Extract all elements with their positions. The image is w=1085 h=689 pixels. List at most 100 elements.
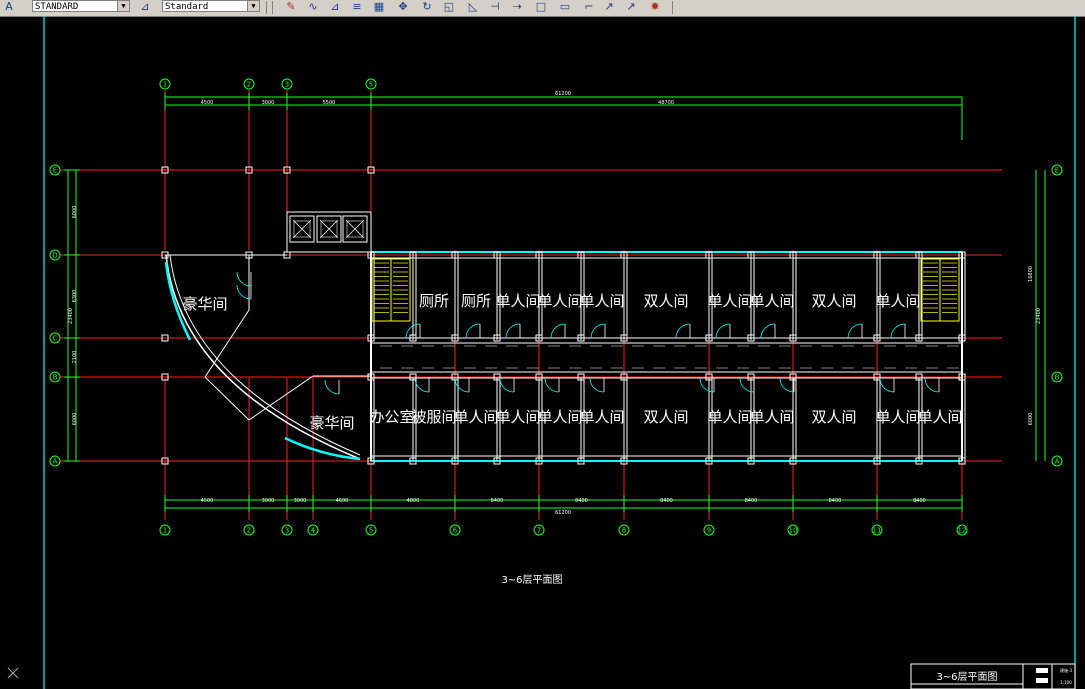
grid-bubble xyxy=(703,524,715,536)
door-swing xyxy=(924,377,940,393)
room-label: 双人间 xyxy=(811,292,856,310)
dim-text: 6000 xyxy=(72,413,78,426)
grid-label: 9 xyxy=(707,527,711,535)
array-icon[interactable]: ▦ xyxy=(373,0,385,13)
elevator-car xyxy=(293,220,311,238)
wall xyxy=(204,376,250,421)
grid-label: 12 xyxy=(958,527,967,535)
column xyxy=(577,251,585,259)
column xyxy=(873,251,881,259)
text-style-value: STANDARD xyxy=(35,2,79,12)
dim-text: 4800 xyxy=(407,498,420,504)
elevator-x xyxy=(345,219,365,239)
column xyxy=(705,373,713,381)
move-icon[interactable]: ✥ xyxy=(398,0,408,13)
dim-text: 5500 xyxy=(323,100,336,106)
dim-text: 8400 xyxy=(829,498,842,504)
trim-icon[interactable]: ⊣ xyxy=(490,0,500,13)
pencil-edit-icon[interactable]: ✎ xyxy=(286,0,296,13)
grid-label: 1 xyxy=(163,81,167,89)
grid-bubble xyxy=(365,78,377,90)
chevron-down-icon[interactable]: ▼ xyxy=(247,1,259,11)
lengthen-icon[interactable]: ↗ xyxy=(626,0,636,13)
door-swing xyxy=(779,377,795,393)
text-style-select[interactable]: STANDARD ▼ xyxy=(32,0,130,12)
titleblock-text: 建施-3 xyxy=(1060,667,1072,673)
join-icon[interactable]: ▭ xyxy=(559,0,571,13)
column xyxy=(705,251,713,259)
grid-bubble xyxy=(49,249,61,261)
room-label: 单人间 xyxy=(453,408,498,426)
elevator-shaft xyxy=(342,215,368,243)
column xyxy=(915,457,923,465)
dim-style-select[interactable]: Standard ▼ xyxy=(162,0,260,12)
door-swing xyxy=(550,323,566,339)
column xyxy=(620,251,628,259)
curved-wall xyxy=(165,254,361,460)
room-label: 双人间 xyxy=(811,408,856,426)
fillet-icon[interactable]: ↗ xyxy=(604,0,614,13)
titleblock-text: 1:100 xyxy=(1060,680,1072,685)
break-icon[interactable]: □ xyxy=(535,0,547,13)
column xyxy=(161,334,169,342)
grid-label: 3 xyxy=(285,81,289,89)
column xyxy=(535,251,543,259)
room-label: 单人间 xyxy=(537,408,582,426)
grid-bubble xyxy=(533,524,545,536)
dim-text: 3000 xyxy=(262,100,275,106)
grid-bubble xyxy=(159,524,171,536)
grid-label: A xyxy=(53,458,58,466)
align-icon[interactable]: ≡ xyxy=(352,0,362,13)
grid-label: 11 xyxy=(873,527,882,535)
grid-label: 7 xyxy=(537,527,541,535)
room-label: 被服间 xyxy=(411,408,456,426)
text-style-icon[interactable]: A xyxy=(5,0,13,13)
dim-text: 8400 xyxy=(745,498,758,504)
chevron-down-icon[interactable]: ▼ xyxy=(117,1,129,11)
column xyxy=(577,334,585,342)
door-swing xyxy=(236,271,252,287)
column xyxy=(451,251,459,259)
elevator-x xyxy=(319,219,339,239)
mirror-icon[interactable]: ⊿ xyxy=(330,0,340,13)
rotate-icon[interactable]: ↻ xyxy=(422,0,432,13)
dim-text: 6000 xyxy=(72,206,78,219)
dim-text: 8400 xyxy=(491,498,504,504)
grid-bubble xyxy=(49,332,61,344)
chamfer-icon[interactable]: ⌐ xyxy=(584,0,594,13)
room-label: 豪华间 xyxy=(182,295,227,313)
dim-text: 61200 xyxy=(555,91,571,97)
door-swing xyxy=(739,377,755,393)
grid-bubble xyxy=(243,524,255,536)
dim-text: 23400 xyxy=(1036,308,1042,324)
room-label: 办公室 xyxy=(369,408,414,426)
door-swing xyxy=(544,377,560,393)
stretch-icon[interactable]: ◺ xyxy=(468,0,478,13)
glass-wall xyxy=(284,436,361,461)
room-label: 单人间 xyxy=(579,292,624,310)
elevator-car xyxy=(346,220,364,238)
column xyxy=(245,166,253,174)
grid-bubble xyxy=(956,524,968,536)
extend-icon[interactable]: ⇢ xyxy=(512,0,522,13)
scale-icon[interactable]: ◱ xyxy=(443,0,455,13)
column xyxy=(493,334,501,342)
trace-icon[interactable]: ∿ xyxy=(308,0,318,13)
grid-label: 6 xyxy=(453,527,458,535)
dim-style-icon[interactable]: ⊿ xyxy=(140,0,150,13)
dim-text: 3000 xyxy=(294,498,307,504)
dim-text: 61200 xyxy=(555,510,571,516)
room-label: 单人间 xyxy=(707,292,752,310)
door-swing xyxy=(760,323,776,339)
explode-icon[interactable]: ✸ xyxy=(650,0,660,13)
grid-bubble xyxy=(787,524,799,536)
grid-bubble xyxy=(49,164,61,176)
column xyxy=(873,373,881,381)
column xyxy=(367,166,375,174)
dim-text: 4500 xyxy=(201,100,214,106)
dim-text: 16800 xyxy=(1028,266,1034,282)
grid-bubble xyxy=(1051,164,1063,176)
grid-label: 3 xyxy=(285,527,289,535)
grid-bubble xyxy=(449,524,461,536)
